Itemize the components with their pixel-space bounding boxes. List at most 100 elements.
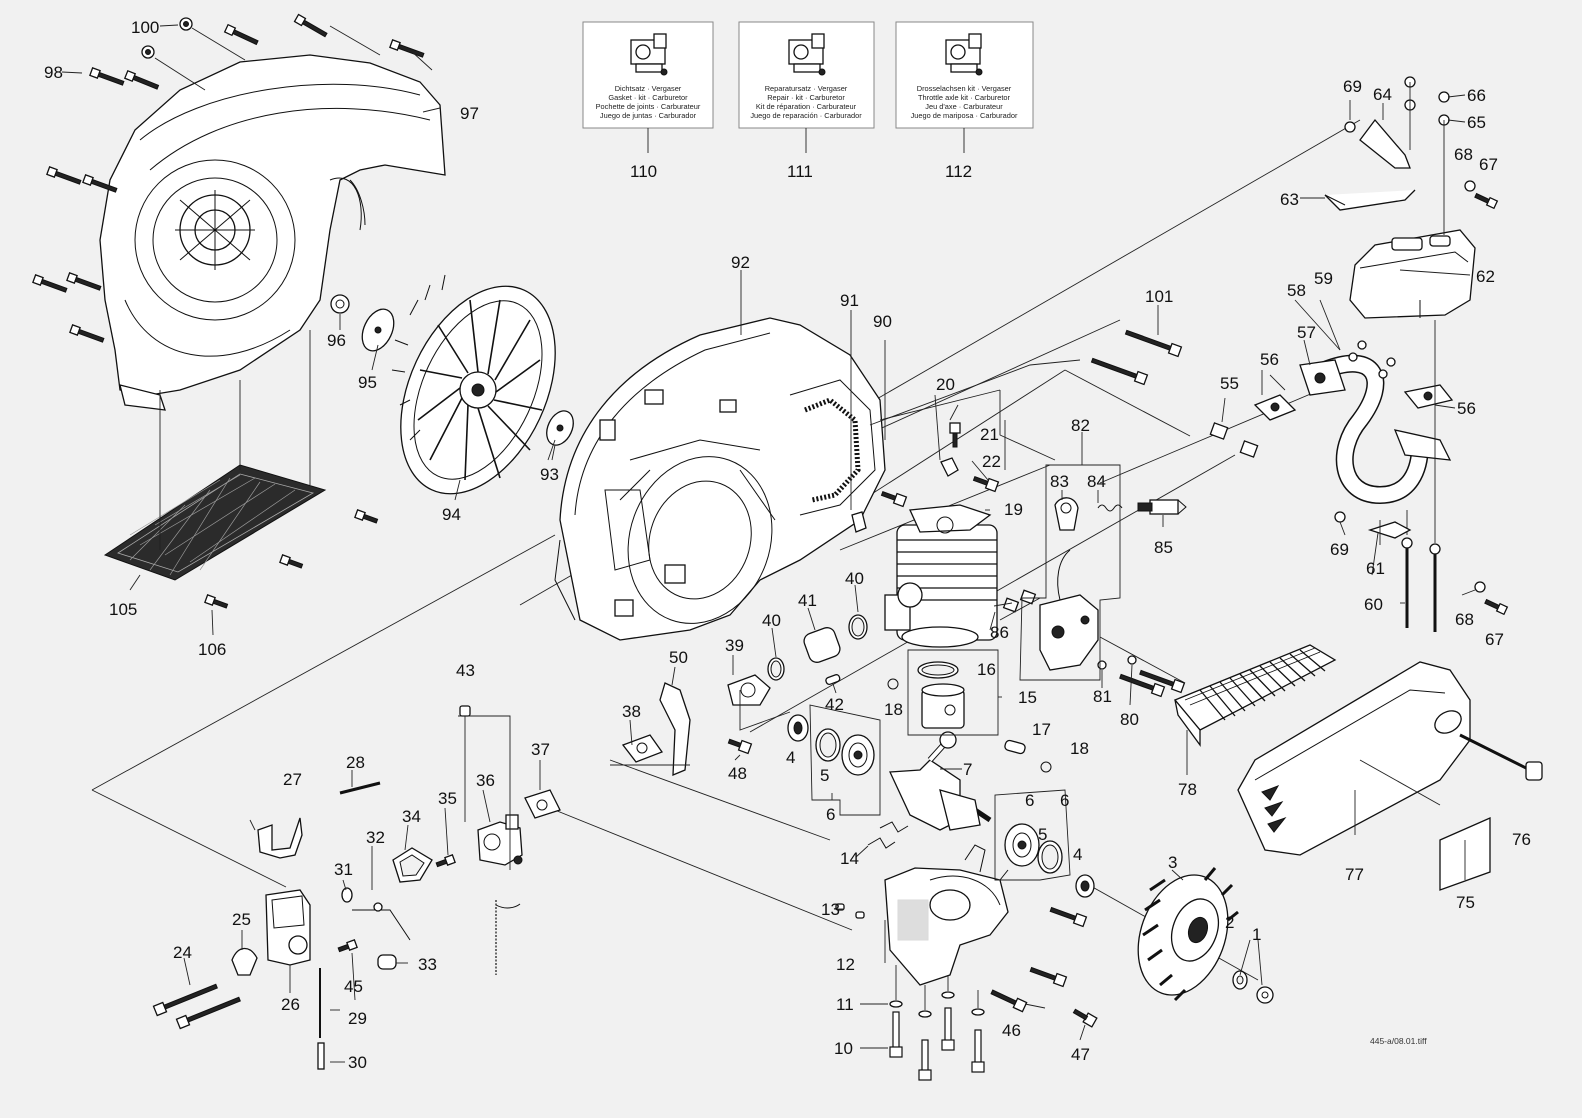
intake-gasket xyxy=(621,734,664,763)
flywheel[interactable] xyxy=(1122,862,1243,1007)
kit-box-gasket[interactable]: Dichtsatz · Vergaser Gasket · kit · Carb… xyxy=(582,21,714,181)
callout-number: 98 xyxy=(44,63,63,82)
callout-number: 63 xyxy=(1280,190,1299,209)
callout-number: 67 xyxy=(1479,155,1498,174)
callout-number: 75 xyxy=(1456,893,1475,912)
callout-number: 48 xyxy=(728,764,747,783)
crankcase-bolts xyxy=(889,965,985,1081)
callout-number: 29 xyxy=(348,1009,367,1028)
kit-line: Throttle axle kit · Carburetor xyxy=(918,93,1011,102)
blower-housing[interactable] xyxy=(554,317,886,644)
callout-number: 41 xyxy=(798,591,817,610)
shaft-seal-right xyxy=(1075,874,1095,898)
intake-manifold[interactable] xyxy=(727,674,771,706)
ignition-module[interactable] xyxy=(1039,549,1099,671)
exhaust-gasket-right xyxy=(1403,384,1454,409)
cover-knob[interactable] xyxy=(1459,733,1543,781)
kit-line: Reparatursatz · Vergaser xyxy=(765,84,848,93)
crankcase-screws xyxy=(990,906,1098,1028)
callout-number: 40 xyxy=(845,569,864,588)
callout-number: 85 xyxy=(1154,538,1173,557)
callout-number: 50 xyxy=(669,648,688,667)
callout-number: 56 xyxy=(1457,399,1476,418)
callout-number: 67 xyxy=(1485,630,1504,649)
kit-line: Repair · kit · Carburetor xyxy=(767,93,845,102)
piston-pin xyxy=(1004,739,1026,755)
callout-number: 5 xyxy=(820,766,829,785)
callout-number: 105 xyxy=(109,600,137,619)
callout-number: 65 xyxy=(1467,113,1486,132)
callout-number: 77 xyxy=(1345,865,1364,884)
fan-housing-cover[interactable] xyxy=(99,54,446,411)
fan-wheel[interactable] xyxy=(370,262,586,519)
fan-hub xyxy=(546,410,574,461)
air-filter-cover[interactable] xyxy=(1237,661,1471,856)
bearing-left xyxy=(841,734,875,776)
spark-plug-boot[interactable] xyxy=(1054,497,1079,531)
air-filter[interactable] xyxy=(1173,644,1337,747)
kit-line: Jeu d'axe · Carburateur xyxy=(925,102,1003,111)
callout-number: 18 xyxy=(884,700,903,719)
group-frames xyxy=(458,359,1121,881)
spark-plug[interactable] xyxy=(1137,499,1187,515)
callout-numbers: 1 2 3 4 4 5 5 6 6 6 7 10 11 12 13 14 15 … xyxy=(44,18,1531,1072)
flywheel-nut xyxy=(1256,986,1274,1004)
callout-number: 47 xyxy=(1071,1045,1090,1064)
intake-elbow[interactable] xyxy=(265,889,311,966)
callout-number: 60 xyxy=(1364,595,1383,614)
crankshaft[interactable] xyxy=(889,731,992,831)
callout-number: 6 xyxy=(826,805,835,824)
intake-screen-grid[interactable] xyxy=(103,330,379,610)
gasket-clips xyxy=(835,821,909,919)
callout-number: 12 xyxy=(836,955,855,974)
callout-number: 26 xyxy=(281,995,300,1014)
muffler-bolts xyxy=(1334,76,1509,632)
callout-number: 7 xyxy=(963,760,972,779)
kit-box-throttle-axle[interactable]: Drosselachsen kit · Vergaser Throttle ax… xyxy=(895,21,1034,181)
misc-screws xyxy=(851,329,1396,698)
callout-number: 2 xyxy=(1225,913,1234,932)
callout-number: 82 xyxy=(1071,416,1090,435)
callout-number: 4 xyxy=(786,748,795,767)
choke-lever[interactable] xyxy=(352,902,411,941)
callout-number: 6 xyxy=(1060,791,1069,810)
filter-cap[interactable] xyxy=(257,817,303,859)
file-reference: 445-a/08.01.tiff xyxy=(1370,1036,1427,1046)
callout-number: 61 xyxy=(1366,559,1385,578)
callout-number: 1 xyxy=(1252,925,1261,944)
callout-number: 21 xyxy=(980,425,999,444)
plate-screw xyxy=(727,738,753,755)
primer-bulb[interactable] xyxy=(231,947,258,976)
callout-number: 59 xyxy=(1314,269,1333,288)
spark-spring xyxy=(1097,504,1123,512)
callout-number: 86 xyxy=(990,623,1009,642)
muffler[interactable] xyxy=(1349,229,1476,319)
kit-line: Juego de reparación · Carburador xyxy=(750,111,862,120)
callout-number: 34 xyxy=(402,807,421,826)
callout-number: 93 xyxy=(540,465,559,484)
piston-ring xyxy=(917,661,959,679)
crankcase-half[interactable] xyxy=(884,844,1009,986)
exhaust-gasket-left xyxy=(1253,394,1297,421)
callout-number: 84 xyxy=(1087,472,1106,491)
piston[interactable] xyxy=(921,683,965,729)
kit-number: 112 xyxy=(945,162,972,181)
carburetor[interactable] xyxy=(477,814,523,866)
callout-number: 92 xyxy=(731,253,750,272)
mounting-plate xyxy=(659,682,691,776)
callout-number: 33 xyxy=(418,955,437,974)
seal-ring-left xyxy=(815,728,841,762)
callout-number: 11 xyxy=(836,995,854,1014)
callout-number: 4 xyxy=(1073,845,1082,864)
fuel-line-spring xyxy=(495,900,521,975)
cylinder[interactable] xyxy=(884,504,998,648)
callout-number: 106 xyxy=(198,640,226,659)
carburetor-icon xyxy=(630,33,668,76)
choke-knob[interactable] xyxy=(377,954,397,970)
muffler-bracket-lower xyxy=(1324,189,1416,211)
kit-box-repair[interactable]: Reparatursatz · Vergaser Repair · kit · … xyxy=(738,21,875,181)
callout-number: 10 xyxy=(834,1039,853,1058)
exhaust-pipe[interactable] xyxy=(1299,354,1452,505)
callout-number: 78 xyxy=(1178,780,1197,799)
